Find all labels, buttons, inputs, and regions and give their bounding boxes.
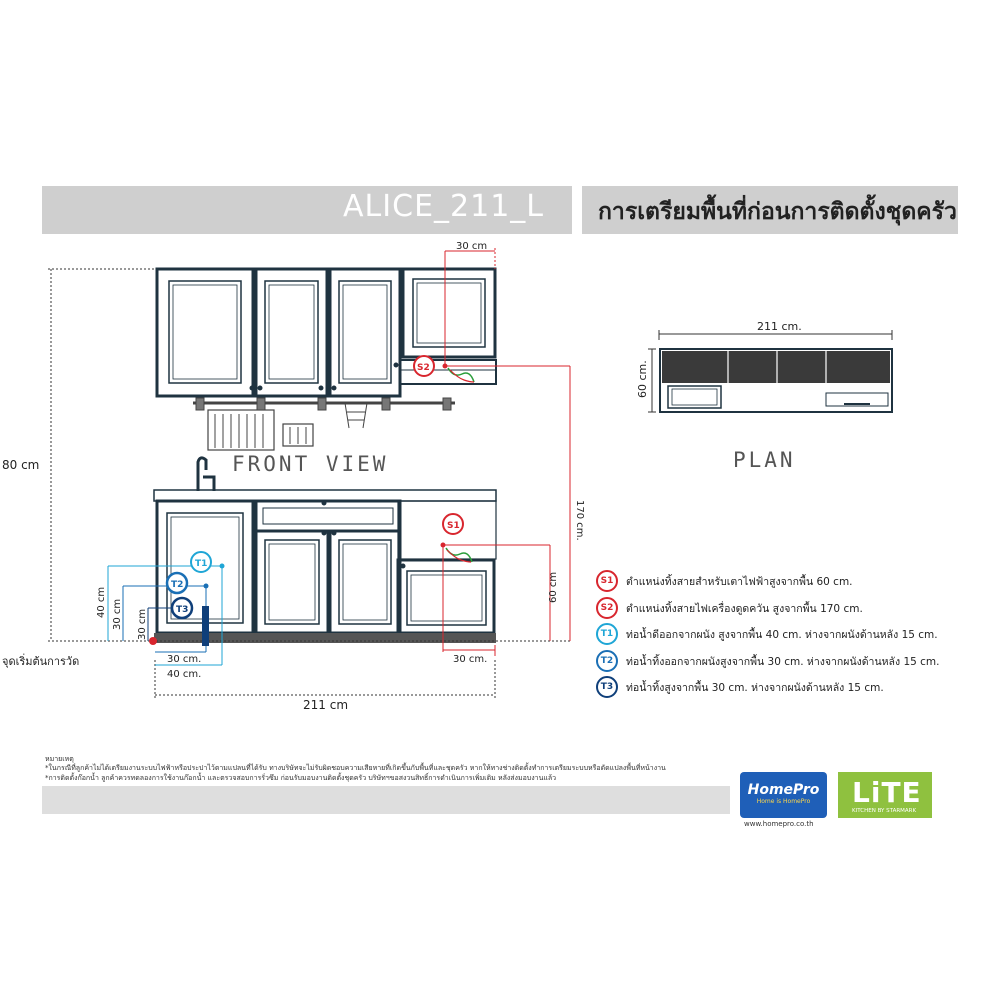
model-name: ALICE_211_L [343,189,544,224]
dim-30cm-top: 30 cm [456,241,487,252]
faucet [196,456,216,491]
upper-cabinet-3 [328,267,402,398]
note-line-2: *การติดตั้งก๊อกน้ำ ลูกค้าควรทดลองการใช้ง… [45,774,557,782]
legend-text: ตำแหน่งทิ้งสายไฟเครื่องดูดควัน สูงจากพื้… [626,602,863,615]
red-dimensions [442,248,571,656]
legend-item-t3: T3 ท่อน้ำทิ้งสูงจากพื้น 30 cm. ห่างจากผน… [596,676,976,703]
dim-30cm-v2: 30 cm [137,609,148,640]
page-title: การเตรียมพื้นที่ก่อนการติดตั้งชุดครัว [598,199,957,225]
upper-cabinets [155,267,497,398]
dimension-lines [48,268,570,700]
legend-text: ท่อน้ำทิ้งออกจากผนังสูงจากพื้น 30 cm. ห่… [626,655,940,668]
front-view-label: FRONT VIEW [232,452,389,476]
svg-text:T3: T3 [176,605,188,615]
marker-s1: S1 [442,513,464,535]
hanging-rail [193,397,455,451]
dim-40cm-v: 40 cm [96,587,107,618]
plan-width-label: 211 cm. [757,320,802,333]
upper-cabinet-2 [254,267,329,398]
legend-badge: S1 [596,570,618,592]
svg-text:T1: T1 [195,559,207,569]
toe-kick [154,633,496,643]
header-title-bar: การเตรียมพื้นที่ก่อนการติดตั้งชุดครัว [582,186,958,234]
homepro-tagline: Home is HomePro [756,798,811,805]
plan-label: PLAN [733,448,796,472]
legend-text: ท่อน้ำทิ้งสูงจากพื้น 30 cm. ห่างจากผนังด… [626,682,884,694]
pipe-dimensions [107,565,223,666]
notes-heading: หมายเหตุ [45,755,74,763]
footer-bar [42,786,730,814]
legend-item-t1: T1 ท่อน้ำดีออกจากผนัง สูงจากพื้น 40 cm. … [596,623,976,650]
dim-30cm-bottom-right: 30 cm. [453,654,487,665]
dim-width-label: 211 cm [303,698,348,712]
drawer-top [254,499,402,533]
legend-text: ตำแหน่งทิ้งสายสำหรับเตาไฟฟ้าสูงจากพื้น 6… [626,576,853,588]
upper-cabinet-hood [401,267,497,359]
upper-cabinet-1 [155,267,255,398]
legend-badge: T3 [596,676,618,698]
legend-item-s1: S1 ตำแหน่งทิ้งสายสำหรับเตาไฟฟ้าสูงจากพื้… [596,570,976,597]
marker-t2: T2 [165,571,189,595]
marker-t1: T1 [190,551,212,573]
plan-view [648,330,893,413]
homepro-name: HomePro [747,782,820,798]
dim-170cm: 170 cm. [574,500,585,541]
base-door-left [254,529,330,635]
note-line-1: *ในกรณีที่ลูกค้าไม่ได้เตรียมงานระบบไฟฟ้า… [45,764,666,772]
dim-40cm-h: 40 cm. [167,669,201,680]
dim-30cm-h: 30 cm. [167,654,201,665]
legend-text: ท่อน้ำดีออกจากผนัง สูงจากพื้น 40 cm. ห่า… [626,629,938,641]
legend-badge: S2 [596,596,618,619]
legend-item-t2: T2 ท่อน้ำทิ้งออกจากผนังสูงจากพื้น 30 cm.… [596,649,976,677]
dim-height-label: 80 cm [2,458,39,472]
homepro-logo: HomePro Home is HomePro [740,772,827,818]
dim-60cm-right: 60 cm [548,572,559,603]
homepro-url: www.homepro.co.th [744,820,814,828]
range-hood [399,359,497,385]
svg-text:T2: T2 [171,580,183,590]
legend-badge: T1 [596,623,618,645]
marker-s2: S2 [413,355,435,377]
origin-label: จุดเริ่มต้นการวัด [2,653,79,668]
countertop [153,489,497,502]
lite-logo: LiTE KITCHEN BY STARMARK [838,772,932,818]
svg-text:S1: S1 [447,521,460,531]
svg-text:S2: S2 [417,363,430,373]
legend-item-s2: S2 ตำแหน่งทิ้งสายไฟเครื่องดูดควัน สูงจาก… [596,596,976,624]
dim-30cm-v1: 30 cm [112,599,123,630]
legend-badge: T2 [596,649,618,672]
lite-tagline: KITCHEN BY STARMARK [852,808,917,814]
marker-t3: T3 [170,596,194,620]
base-door-right [328,529,402,635]
header-model-bar: ALICE_211_L [42,186,572,234]
legend: S1 ตำแหน่งทิ้งสายสำหรับเตาไฟฟ้าสูงจากพื้… [596,570,976,703]
plan-depth-label: 60 cm. [636,360,649,398]
lite-name: LiTE [852,776,922,809]
